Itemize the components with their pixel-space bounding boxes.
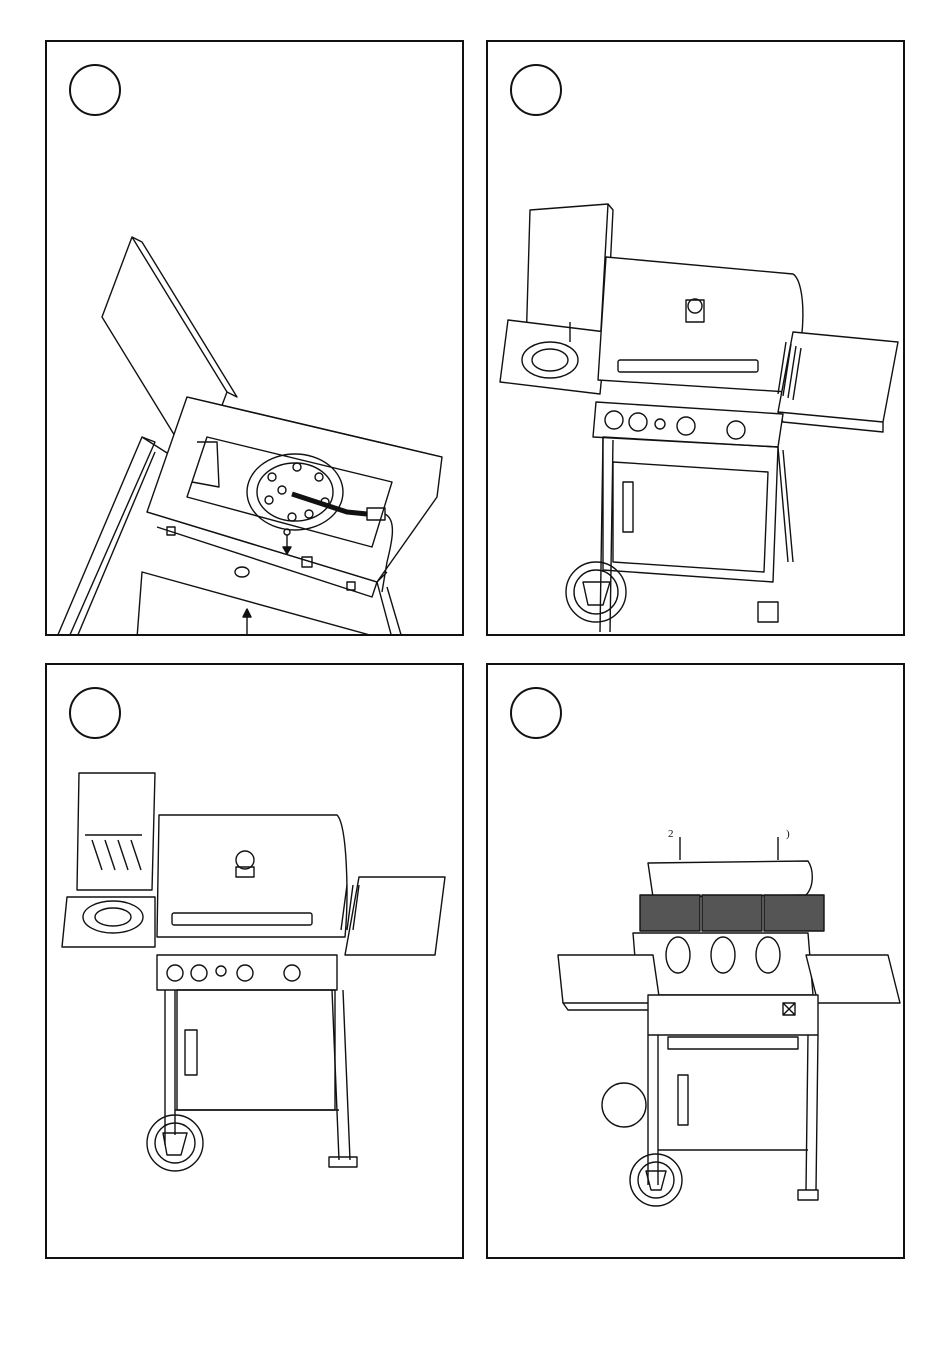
callout-label-left: 2 [668,828,674,840]
cooking-grate-2 [702,895,762,931]
side-burner-box [147,397,442,582]
grill-hood-open [648,861,812,897]
left-side-shelf [558,955,660,1003]
instruction-panel-1 [45,40,464,636]
instruction-panel-3 [45,663,464,1259]
cooking-grate-1 [640,895,700,931]
grill-grates-illustration: 2 ) [488,665,905,1259]
side-burner-shelf [500,320,606,394]
right-side-shelf [345,877,445,955]
instruction-panel-4: 2 ) [486,663,905,1259]
control-panel [157,955,337,990]
instruction-panel-2 [486,40,905,636]
grill-frame-rail [57,437,155,636]
grill-side-burner-open-illustration [488,42,905,636]
cart-wheel-rear [602,1083,646,1127]
right-side-shelf [806,955,900,1003]
cabinet-door [613,462,768,572]
cooking-grate-3 [764,895,824,931]
cart-wheel [566,562,626,622]
side-burner-closeup-illustration [47,42,464,636]
callout-label-right: ) [786,828,790,840]
grill-hood [157,815,347,937]
side-burner-lid [77,773,155,890]
firebox [633,933,813,995]
grill-front-view-illustration [47,665,464,1259]
